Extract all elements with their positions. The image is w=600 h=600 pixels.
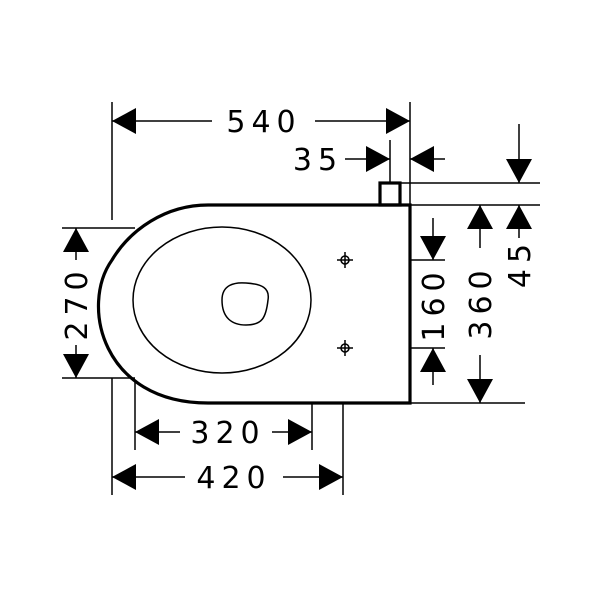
dim-label-270: 270 (60, 265, 95, 340)
dimension-35: 35 (293, 143, 445, 178)
dimension-45: 45 (503, 124, 538, 288)
toilet-body-outline (96, 203, 412, 405)
dimension-270: 270 (60, 228, 95, 378)
dim-label-360: 360 (464, 264, 499, 339)
dim-label-160: 160 (417, 266, 452, 341)
fixing-hole-top (337, 252, 353, 268)
toilet-top-view (96, 181, 412, 405)
dim-label-540: 540 (226, 105, 301, 140)
dim-label-45: 45 (503, 238, 538, 288)
dim-label-420: 420 (196, 461, 271, 496)
dimension-320: 320 (135, 416, 312, 451)
fixing-hole-bottom (337, 340, 353, 356)
dim-label-320: 320 (190, 416, 265, 451)
dimension-360: 360 (464, 205, 499, 403)
dimension-160: 160 (417, 218, 452, 385)
bowl-outlet (221, 282, 270, 326)
bowl-rim (132, 226, 312, 374)
dimension-540: 540 (112, 105, 410, 140)
water-inlet-connector (378, 181, 402, 207)
dim-label-35: 35 (293, 143, 343, 178)
extension-lines (62, 102, 540, 495)
dimension-420: 420 (112, 461, 343, 496)
